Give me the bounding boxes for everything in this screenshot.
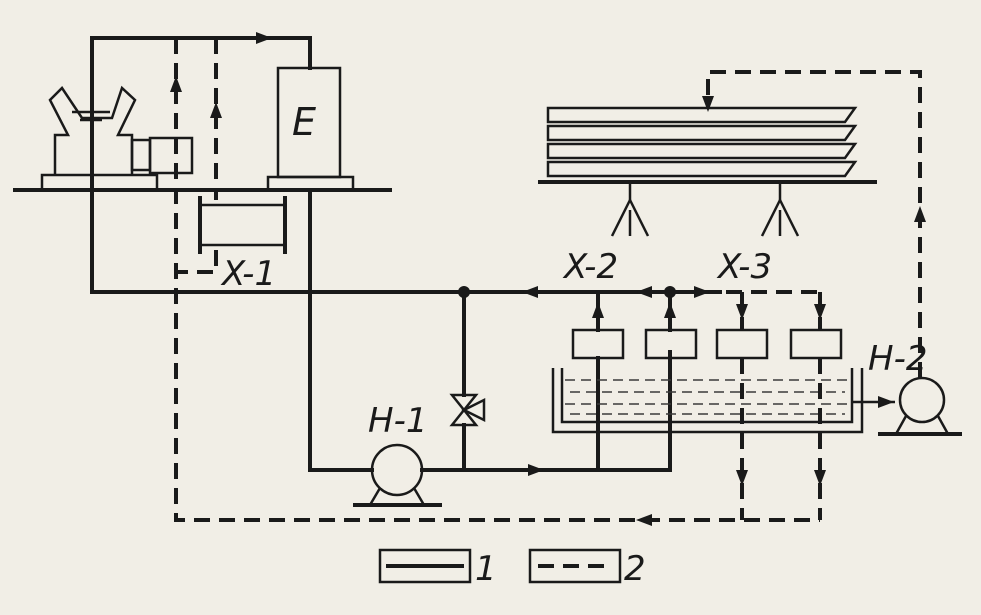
pump-h1-label: H-1 [368,401,427,441]
pump-h1: H-1 [353,401,442,507]
bypass-valve [449,393,486,427]
bath-unit-2 [644,328,698,360]
legend-dashed-box [528,548,622,584]
dashed-flow-lines [174,38,922,522]
heat-exchanger-x1: X-1 [198,196,287,294]
bath-unit-3 [715,328,769,360]
pump-h2-label: H-2 [868,339,927,379]
legend-dashed-label: 2 [624,549,646,589]
machine-unit [13,85,392,192]
solid-flow-lines [90,36,722,472]
pump-h2: H-2 [868,339,962,436]
legend: 1 2 [378,548,646,589]
tank-e-label: E [292,100,316,144]
bath [551,368,864,434]
bath-unit-4 [789,328,843,360]
plate-stack [538,106,877,184]
legend-solid-box [378,548,472,584]
spray-nozzle-x3 [760,182,800,237]
flow-arrows [170,32,926,526]
exchanger-x3-label: X-3 [716,247,772,287]
legend-solid-label: 1 [475,549,497,589]
exchanger-x1-label: X-1 [220,254,276,294]
tank-e: E [266,66,355,192]
spray-nozzle-x2 [610,182,650,237]
exchanger-x2-label: X-2 [562,247,618,287]
bath-unit-1 [571,328,625,360]
